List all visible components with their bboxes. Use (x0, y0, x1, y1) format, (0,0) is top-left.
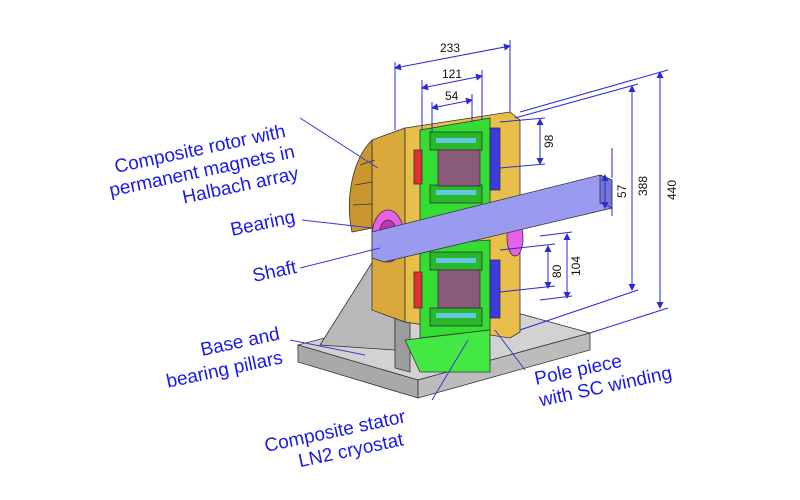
label-stator: Composite stator LN2 cryostat (263, 405, 418, 478)
dimension-54: 54 (431, 89, 473, 132)
dim-121-text: 121 (442, 67, 462, 81)
magnet-upper (437, 149, 481, 187)
dim-57-text: 57 (615, 184, 629, 198)
svg-text:Composite stator LN2 cry: Composite stator LN2 cryostat (263, 405, 418, 478)
svg-text:Composite rotor with per: Composite rotor with permanent magnets i… (103, 119, 307, 223)
dimension-388: 388 (514, 83, 650, 331)
dimension-104: 104 (539, 231, 583, 301)
dim-98-text: 98 (542, 134, 556, 148)
dim-233-text: 233 (440, 41, 460, 55)
stator-lower (404, 239, 501, 373)
magnet-lower (437, 269, 481, 309)
stator-base (404, 329, 491, 373)
dimension-233: 233 (394, 40, 511, 130)
label-shaft: Shaft (251, 257, 299, 287)
dim-104-text: 104 (569, 256, 583, 276)
dimension-57: 57 (601, 148, 629, 216)
dimension-98: 98 (499, 117, 556, 169)
dimension-80: 80 (499, 243, 564, 293)
dim-80-text: 80 (550, 264, 564, 278)
stator-upper (413, 117, 501, 223)
label-base: Base and bearing pillars (160, 323, 292, 393)
dim-388-text: 388 (636, 176, 650, 196)
dimension-121: 121 (421, 67, 483, 130)
label-rotor: Composite rotor with permanent magnets i… (103, 119, 307, 223)
dim-54-text: 54 (445, 89, 459, 103)
dim-440-text: 440 (665, 180, 679, 200)
label-bearing: Bearing (229, 207, 297, 241)
leader-lines (289, 117, 526, 401)
svg-text:Base and bearing pillars: Base and bearing pillars (160, 323, 292, 393)
dimension-440: 440 (519, 69, 679, 334)
